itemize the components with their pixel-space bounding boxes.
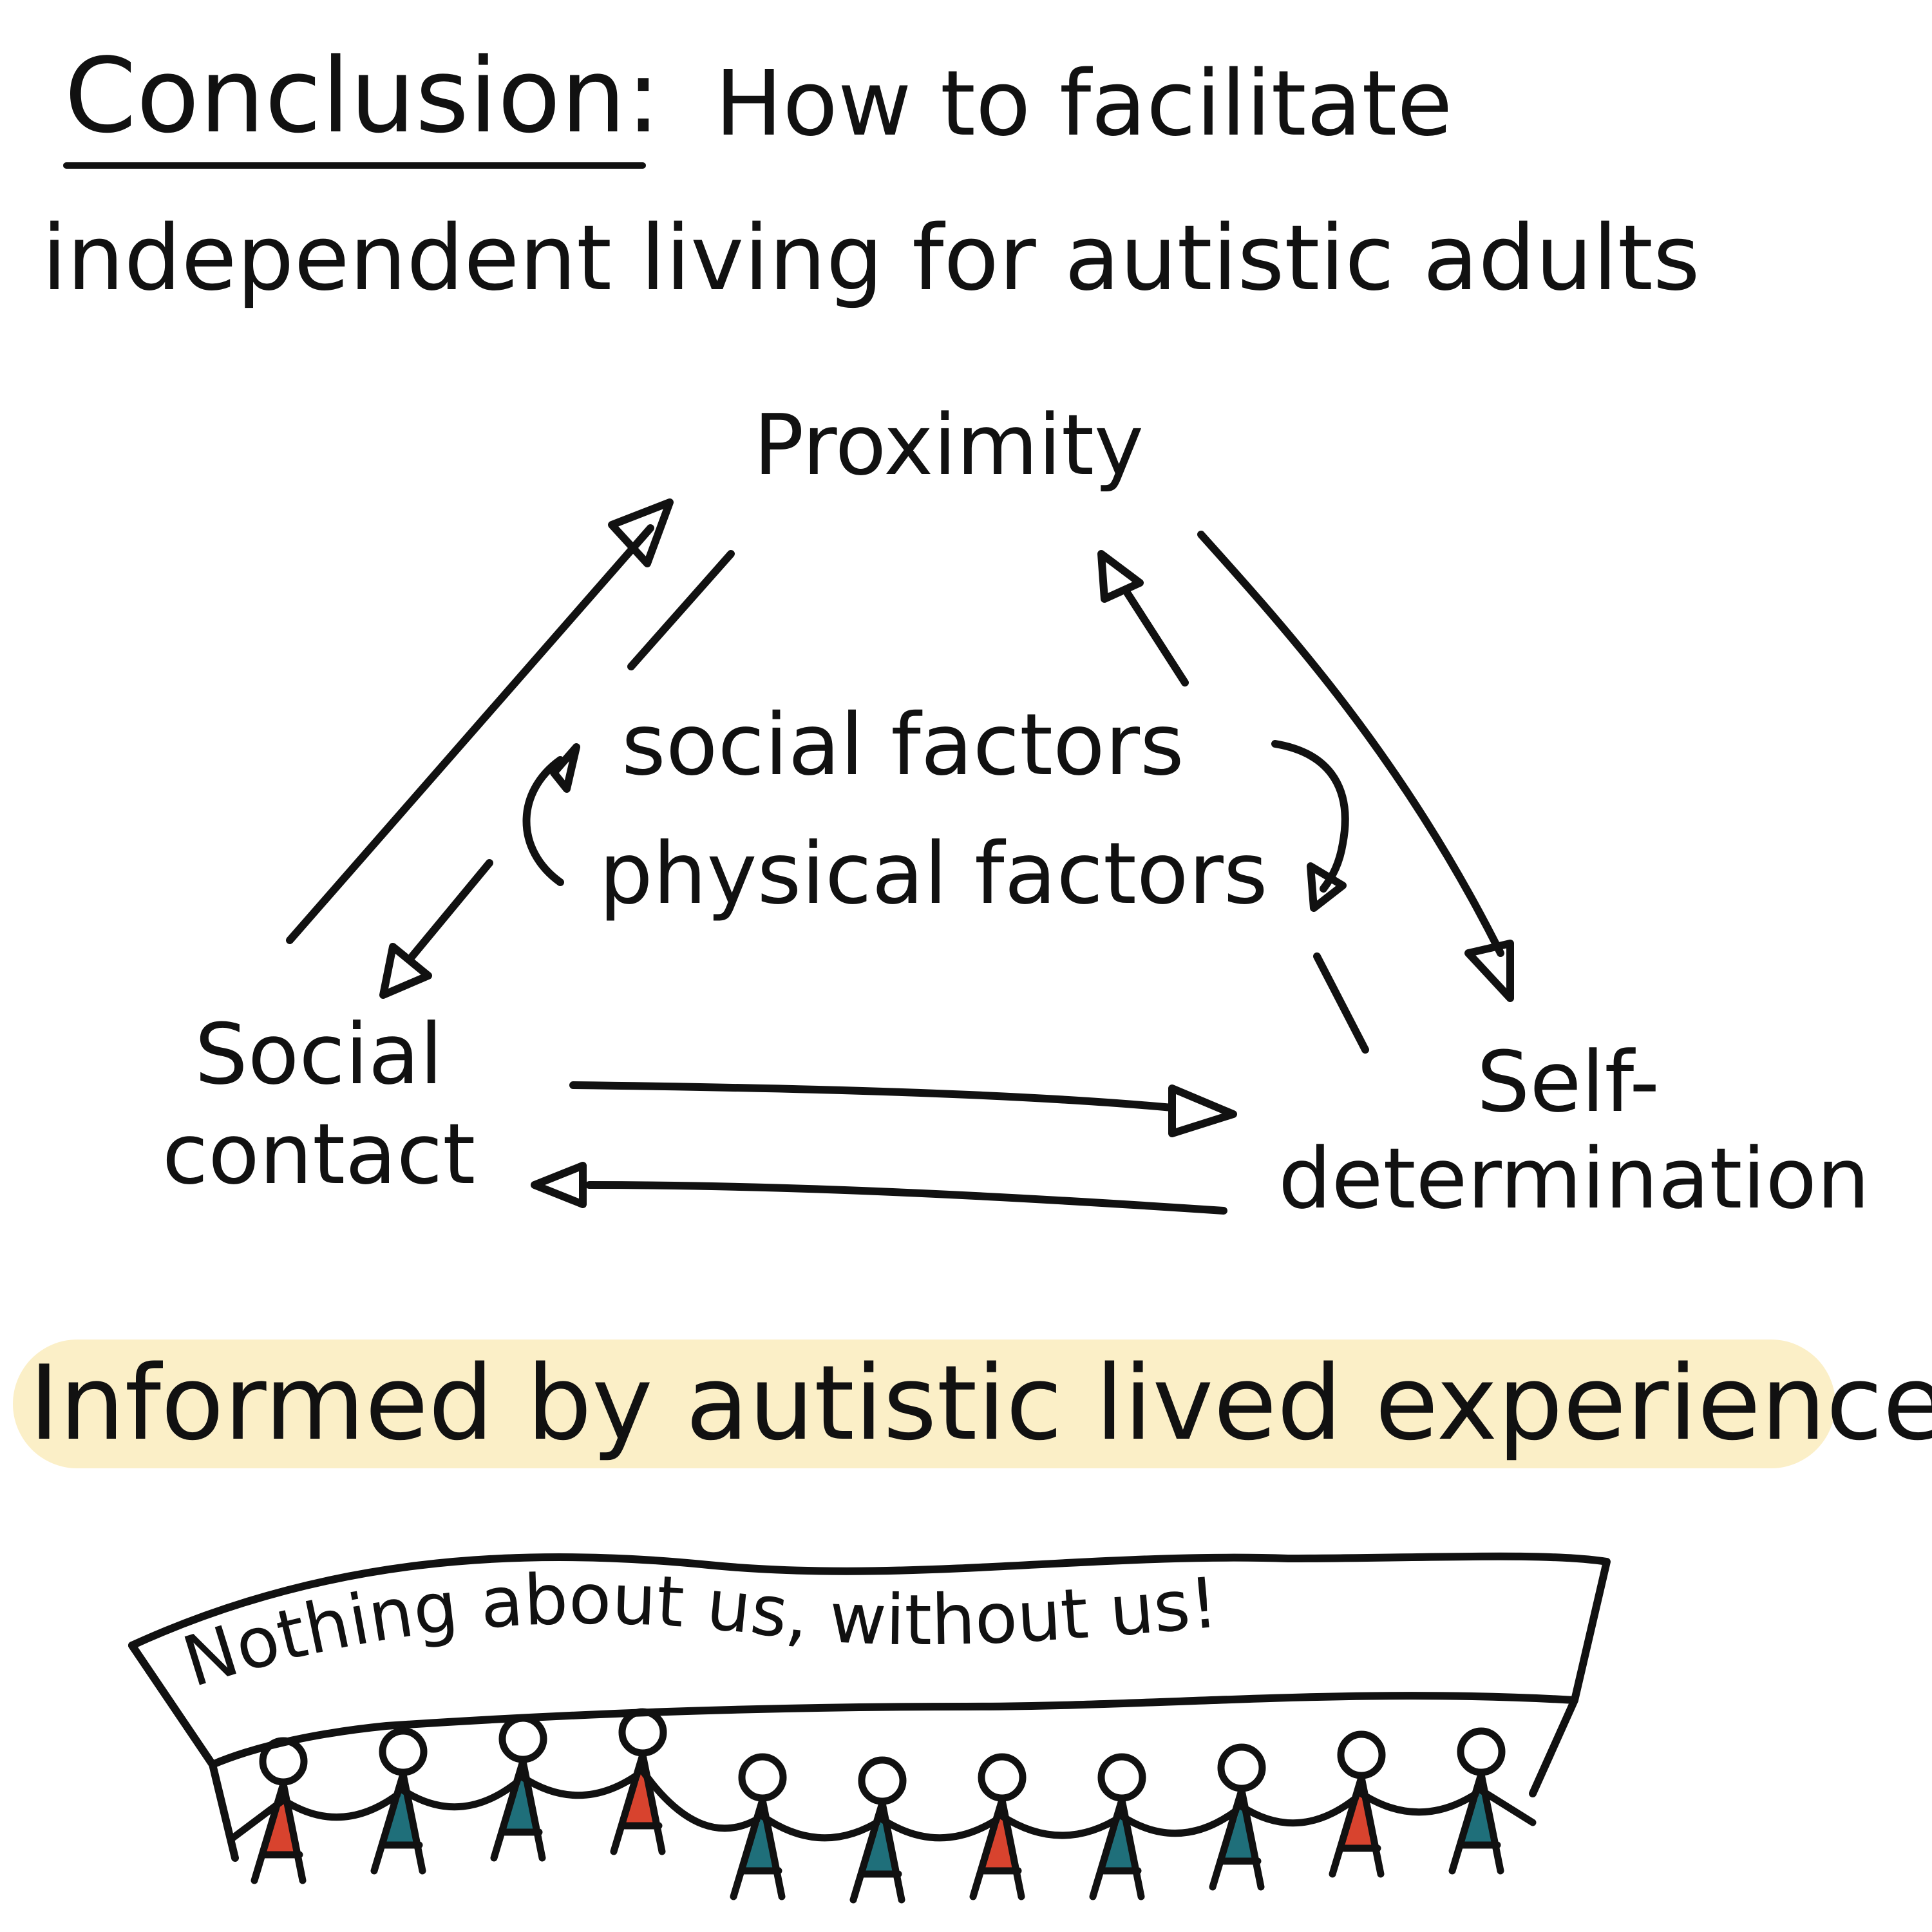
lived-experience-statement: Informed by autistic lived experience [29, 1343, 1932, 1463]
person-arms [759, 1812, 886, 1842]
curved-arrow-right [1271, 740, 1349, 912]
person-arms [279, 1786, 407, 1821]
label-social-factors: social factors [621, 696, 1184, 795]
arrow-proximity-to-self [1197, 531, 1514, 1002]
person-head [1337, 1730, 1386, 1779]
person-head [978, 1753, 1027, 1802]
arrow-self-to-social [531, 1162, 1227, 1215]
person-figure [730, 1753, 886, 1900]
title-rest: How to facilitate [715, 52, 1453, 156]
person-figure [1089, 1753, 1245, 1900]
title-line2: independent living for autistic adults [42, 206, 1700, 311]
person-arm-left-end [228, 1796, 287, 1842]
node-self-determination: Self- determination [1278, 1033, 1870, 1227]
person-head [738, 1753, 787, 1802]
person-arms [1238, 1790, 1365, 1827]
node-social-contact-line1: Social [194, 1005, 443, 1103]
curved-arrow-left [522, 743, 580, 886]
node-social-contact-line2: contact [162, 1105, 476, 1203]
arrow-proximity-to-social [379, 550, 735, 999]
person-arms [399, 1774, 527, 1811]
person-arms [1358, 1786, 1485, 1816]
person-head [1097, 1753, 1146, 1802]
person-head [1217, 1743, 1266, 1792]
person-arms [998, 1812, 1126, 1839]
person-head [498, 1714, 547, 1763]
node-self-determination-line2: determination [1278, 1130, 1870, 1227]
person-figure [969, 1753, 1126, 1900]
arrow-social-to-proximity [286, 498, 674, 944]
node-self-determination-line1: Self- [1476, 1033, 1660, 1131]
person-figure [1209, 1743, 1365, 1891]
person-arms [519, 1767, 647, 1799]
person-figure [1329, 1730, 1485, 1878]
person-figure [490, 1714, 647, 1862]
title-underline [63, 162, 646, 169]
person-figure [849, 1756, 1006, 1904]
title-prefix: Conclusion: [64, 35, 661, 156]
person-head [618, 1708, 667, 1757]
person-head [259, 1737, 308, 1786]
person-arms [1118, 1803, 1245, 1837]
banner [128, 1552, 1611, 1862]
highlight-band [13, 1340, 1835, 1468]
person-arms [878, 1812, 1006, 1842]
arrow-social-to-self [569, 1081, 1237, 1137]
credit-text: Visualisation: @sketchnotesara [1926, 927, 1932, 1893]
person-figure [370, 1727, 527, 1875]
person-figure [610, 1708, 766, 1855]
person-arm-right-end [1477, 1786, 1537, 1826]
node-social-contact: Social contact [138, 1005, 499, 1204]
arrow-self-to-proximity [1097, 550, 1369, 1054]
person-head [1457, 1727, 1506, 1776]
people-holding-hands [228, 1708, 1537, 1904]
node-proximity: Proximity [753, 396, 1144, 494]
person-head [379, 1727, 428, 1776]
person-head [858, 1756, 907, 1805]
label-physical-factors: physical factors [599, 824, 1268, 923]
person-arms [639, 1767, 766, 1832]
